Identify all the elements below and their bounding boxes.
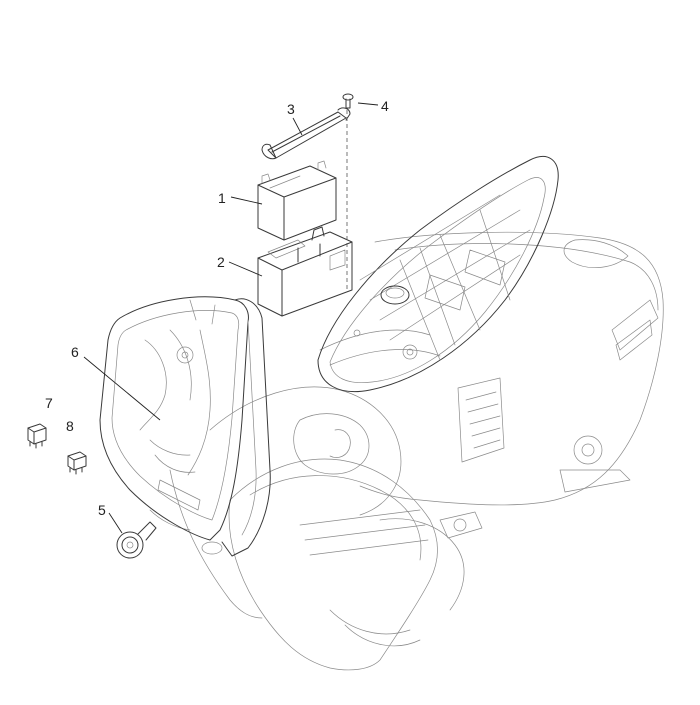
callout-8: 8 bbox=[66, 418, 74, 434]
callout-4: 4 bbox=[381, 98, 389, 114]
screw bbox=[342, 93, 354, 109]
leader-lines bbox=[83, 102, 379, 534]
callout-2: 2 bbox=[217, 254, 225, 270]
relay-8 bbox=[67, 451, 87, 475]
callout-5: 5 bbox=[98, 502, 106, 518]
battery-tray bbox=[257, 226, 353, 317]
callout-7: 7 bbox=[45, 395, 53, 411]
callout-3: 3 bbox=[287, 101, 295, 117]
callout-6: 6 bbox=[71, 344, 79, 360]
scooter-body bbox=[149, 231, 664, 671]
underseat-compartment bbox=[317, 156, 559, 393]
battery-strap bbox=[261, 107, 351, 160]
battery bbox=[257, 160, 337, 241]
callout-1: 1 bbox=[218, 190, 226, 206]
relay-7 bbox=[27, 423, 47, 449]
front-shield-frame bbox=[99, 296, 271, 557]
horn bbox=[116, 521, 157, 559]
